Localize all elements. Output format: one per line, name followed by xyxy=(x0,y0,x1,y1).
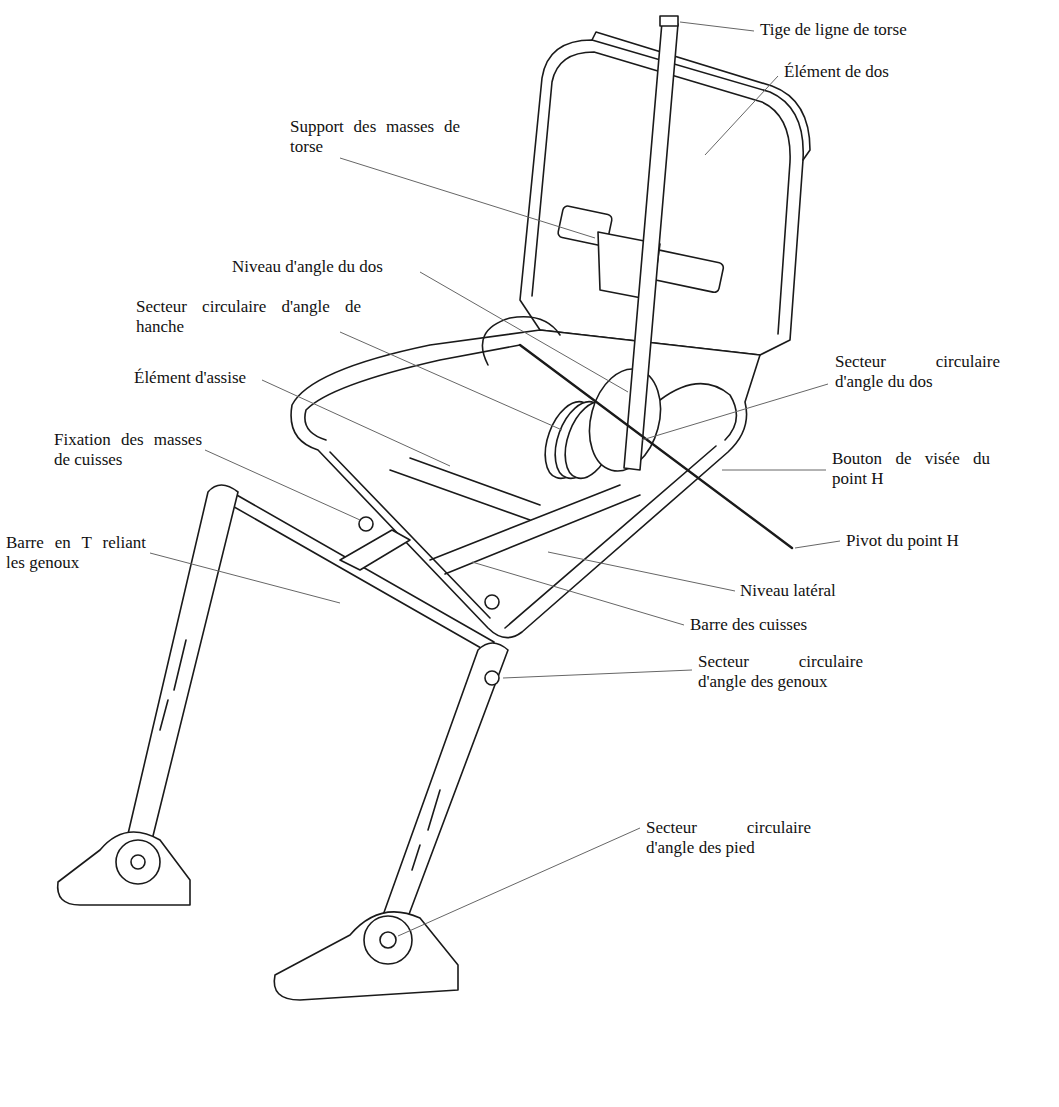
right-ankle-pin xyxy=(380,932,396,948)
part-label: Secteur circulaire d'angle des genoux xyxy=(698,652,863,692)
right-leg-detail xyxy=(412,790,440,870)
left-ankle-pin xyxy=(131,855,145,869)
leader-line xyxy=(150,553,340,603)
leader-line xyxy=(262,380,450,466)
left-ankle-sector xyxy=(116,840,160,884)
part-label: Élément de dos xyxy=(784,62,984,82)
torso-rod xyxy=(624,22,678,470)
seat-pan-lower xyxy=(330,446,716,628)
part-label: Barre des cuisses xyxy=(690,615,870,635)
leader-line xyxy=(340,158,595,238)
knee-t-bar xyxy=(222,490,494,652)
part-label: Niveau latéral xyxy=(740,581,900,601)
leader-line xyxy=(548,552,735,591)
leader-line xyxy=(398,828,640,936)
left-foot xyxy=(58,832,190,905)
leader-line xyxy=(642,384,828,440)
torso-rod-cap xyxy=(660,16,678,26)
right-foot xyxy=(274,912,458,1000)
part-label: Support des masses de torse xyxy=(290,117,460,157)
thigh-weight-mount xyxy=(359,517,373,531)
part-label: Pivot du point H xyxy=(846,531,1026,551)
leader-line xyxy=(205,450,360,520)
knee-sector xyxy=(485,671,499,685)
back-panel-edge xyxy=(592,32,810,160)
part-label: Élément d'assise xyxy=(134,368,294,388)
seat-pan-inner xyxy=(305,345,520,440)
leader-line xyxy=(795,541,840,548)
leader-line xyxy=(420,272,628,392)
part-label: Fixation des masses de cuisses xyxy=(54,430,202,470)
leader-line xyxy=(680,22,754,31)
leader-line xyxy=(503,670,692,678)
seat-pan xyxy=(291,330,760,638)
knee-t-stem xyxy=(340,530,410,570)
part-label: Secteur circulaire d'angle de hanche xyxy=(136,297,361,337)
part-label: Secteur circulaire d'angle des pied xyxy=(646,818,811,858)
seat-channel xyxy=(390,458,640,574)
h-point-pivot-rod xyxy=(520,345,792,548)
part-label: Tige de ligne de torse xyxy=(760,20,1020,40)
part-label: Bouton de visée du point H xyxy=(832,449,990,489)
right-ankle-sector xyxy=(364,916,412,964)
right-leg xyxy=(382,643,508,925)
leader-line xyxy=(472,562,684,625)
part-label: Barre en T reliant les genoux xyxy=(6,533,146,573)
left-leg-detail xyxy=(160,640,186,730)
thigh-weight-mount xyxy=(485,595,499,609)
part-label: Secteur circulaire d'angle du dos xyxy=(835,352,1000,392)
leader-line xyxy=(705,76,778,155)
part-label: Niveau d'angle du dos xyxy=(232,257,452,277)
leader-line xyxy=(340,332,562,430)
leader-line xyxy=(722,470,826,471)
